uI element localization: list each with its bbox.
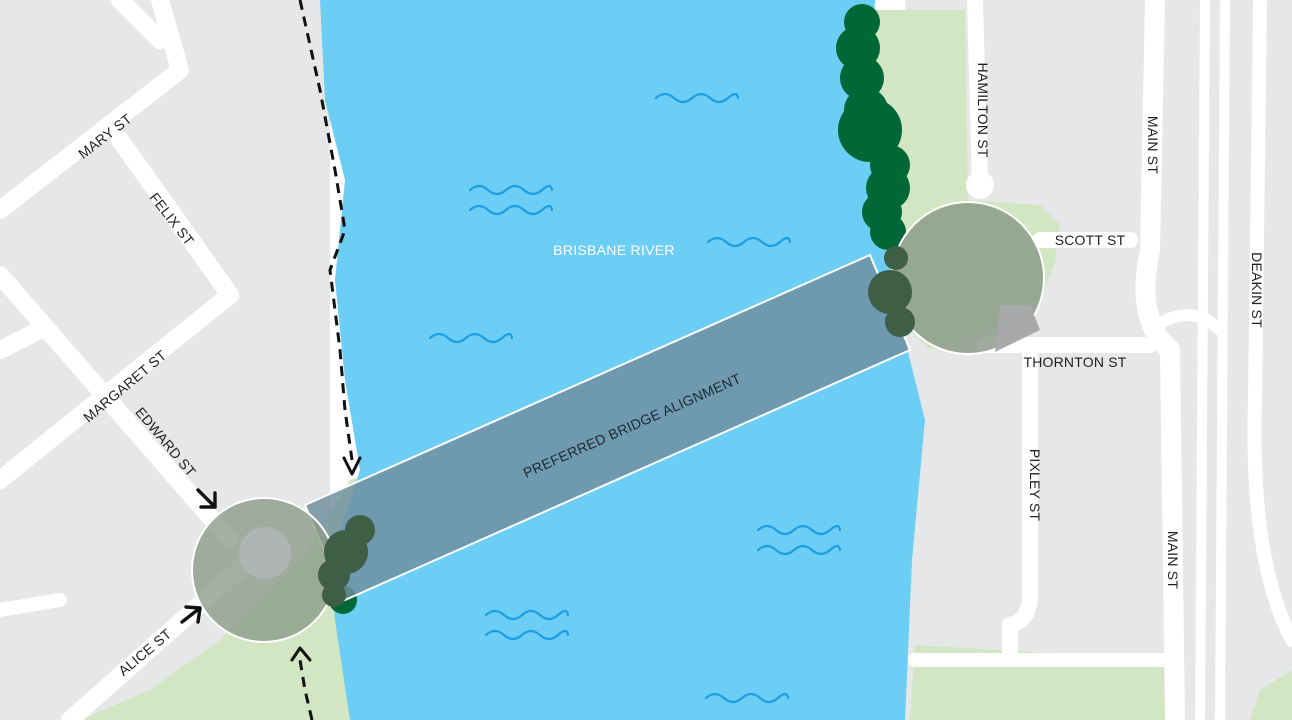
arrow-icon xyxy=(290,646,312,662)
road-felix-margaret xyxy=(0,131,239,489)
street-label-scott: SCOTT ST xyxy=(1055,232,1126,248)
road-mary-st xyxy=(0,0,189,219)
path-south xyxy=(298,659,314,720)
arrow-icon xyxy=(180,488,217,624)
park-corner xyxy=(1250,670,1292,720)
cul-de-sac-hamilton xyxy=(966,171,994,199)
road-minor-west xyxy=(0,593,67,617)
road-hamilton-st xyxy=(967,0,988,193)
landing-inner-cbd xyxy=(239,527,291,579)
road-edward-st xyxy=(0,266,239,549)
tree-icon xyxy=(318,246,915,607)
street-label-main-upper: MAIN ST xyxy=(1145,116,1161,174)
arrow-icon xyxy=(342,456,362,476)
tree-icon xyxy=(329,4,910,614)
road-upper-link xyxy=(111,0,169,49)
street-label-thornton: THORNTON ST xyxy=(1023,354,1126,370)
river-label: BRISBANE RIVER xyxy=(553,242,675,258)
road-pixley-st xyxy=(1002,337,1038,658)
road-deakin-st xyxy=(1247,0,1292,647)
road-interchange xyxy=(1144,309,1226,336)
street-label-hamilton: HAMILTON ST xyxy=(975,62,991,157)
path-north xyxy=(298,0,354,461)
street-label-main-lower: MAIN ST xyxy=(1165,531,1181,589)
road-main-st-lane-a xyxy=(1195,0,1210,720)
landing-east-corner xyxy=(995,305,1040,352)
road-main-st xyxy=(1135,0,1185,720)
street-label-deakin: DEAKIN ST xyxy=(1249,252,1265,328)
park-cbd-landing xyxy=(80,470,380,720)
road-stub xyxy=(0,321,49,359)
street-label-pixley: PIXLEY ST xyxy=(1027,449,1043,522)
road-main-st-lane-b xyxy=(1215,0,1230,720)
wave-icon xyxy=(428,92,842,704)
